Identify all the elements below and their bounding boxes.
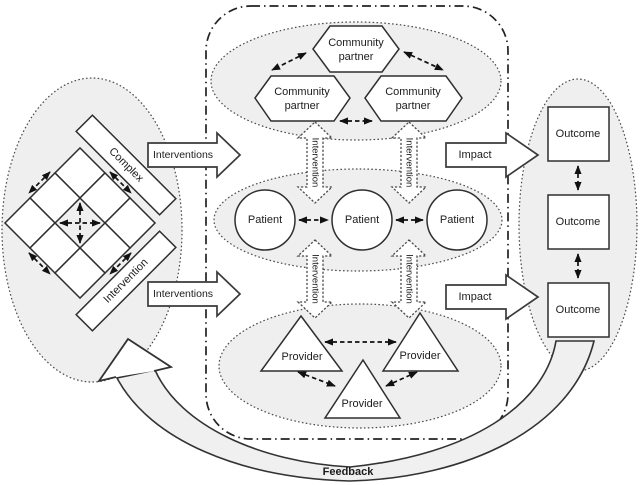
feedback-arrowhead: [96, 337, 174, 383]
outcome-square: [547, 194, 610, 250]
community-partner-label: Community: [385, 86, 441, 98]
diamond: [53, 246, 107, 300]
diamond-connector: [28, 171, 51, 194]
intervention-arrow-bottom-left: [296, 239, 334, 319]
system-boundary-box: [205, 5, 509, 440]
intervention-arrow-bottom-right: [390, 239, 428, 319]
feedback-arrow: Feedback: [96, 337, 596, 482]
patient-circle: [331, 189, 393, 251]
complex-intervention-ellipse: [1, 77, 183, 383]
provider-label: Provider: [342, 398, 383, 410]
interventions-arrow-bottom: [147, 270, 242, 318]
patient-label: Patient: [345, 214, 379, 226]
provider-label: Provider: [282, 351, 323, 363]
intervention-arrow-top-left: [296, 121, 334, 204]
outcome-label: Outcome: [556, 128, 601, 140]
intervention-arrow-label: Intervention: [404, 138, 415, 188]
patient-label: Patient: [440, 214, 474, 226]
community-partner-label: partner: [339, 51, 374, 63]
provider-triangle: [381, 311, 460, 372]
provider-connector: [297, 371, 336, 387]
impact-arrow-bottom-label: Impact: [458, 291, 491, 303]
community-partner-label: partner: [396, 100, 431, 112]
providers: Provider Provider Provider: [259, 311, 460, 419]
patients: Patient Patient Patient: [234, 189, 488, 251]
outcome-label: Outcome: [556, 216, 601, 228]
impact-arrow-top: [445, 131, 540, 179]
complex-intervention-grid: Complex Intervention: [3, 114, 177, 332]
intervention-arrow-label: Intervention: [310, 254, 321, 304]
provider-triangle: [259, 314, 344, 372]
interventions-arrow-top-label: Interventions: [153, 149, 213, 161]
patient-label: Patient: [248, 214, 282, 226]
community-partner-label: partner: [285, 100, 320, 112]
community-partner-label: Community: [328, 37, 384, 49]
community-partner-hexagon: [254, 75, 351, 122]
patient-circle: [234, 189, 296, 251]
community-partners: Community partner Community partner Comm…: [254, 25, 463, 125]
feedback-band: [115, 340, 596, 482]
community-partner-hexagon: [364, 75, 463, 122]
community-partner-label: Community: [274, 86, 330, 98]
interventions-arrow-top: [147, 131, 242, 179]
vertical-intervention-arrows: Intervention Intervention Intervention I…: [296, 121, 428, 319]
community-partner-hexagon: [312, 25, 400, 73]
impact-arrow-bottom: [445, 273, 540, 321]
provider-connector: [385, 371, 418, 387]
diamond-connector: [109, 171, 132, 194]
impact-arrow-top-label: Impact: [458, 149, 491, 161]
feedback-label: Feedback: [323, 466, 375, 478]
community-connector: [271, 52, 307, 71]
provider-triangle: [323, 358, 402, 419]
outcome-square: [547, 106, 610, 162]
provider-label: Provider: [400, 350, 441, 362]
outcome-square: [547, 282, 610, 338]
interventions-arrow-bottom-label: Interventions: [153, 288, 213, 300]
flow-arrows: Interventions Interventions Impact Impac…: [147, 131, 540, 321]
outcomes: Outcome Outcome Outcome: [547, 106, 610, 338]
diamond-connector: [109, 252, 132, 275]
intervention-arrow-label: Intervention: [404, 254, 415, 304]
intervention-arrow-label: Intervention: [310, 138, 321, 188]
intervention-arrow-top-right: [390, 121, 428, 204]
outcome-label: Outcome: [556, 304, 601, 316]
diamond-connector: [28, 252, 51, 275]
patient-circle: [426, 189, 488, 251]
